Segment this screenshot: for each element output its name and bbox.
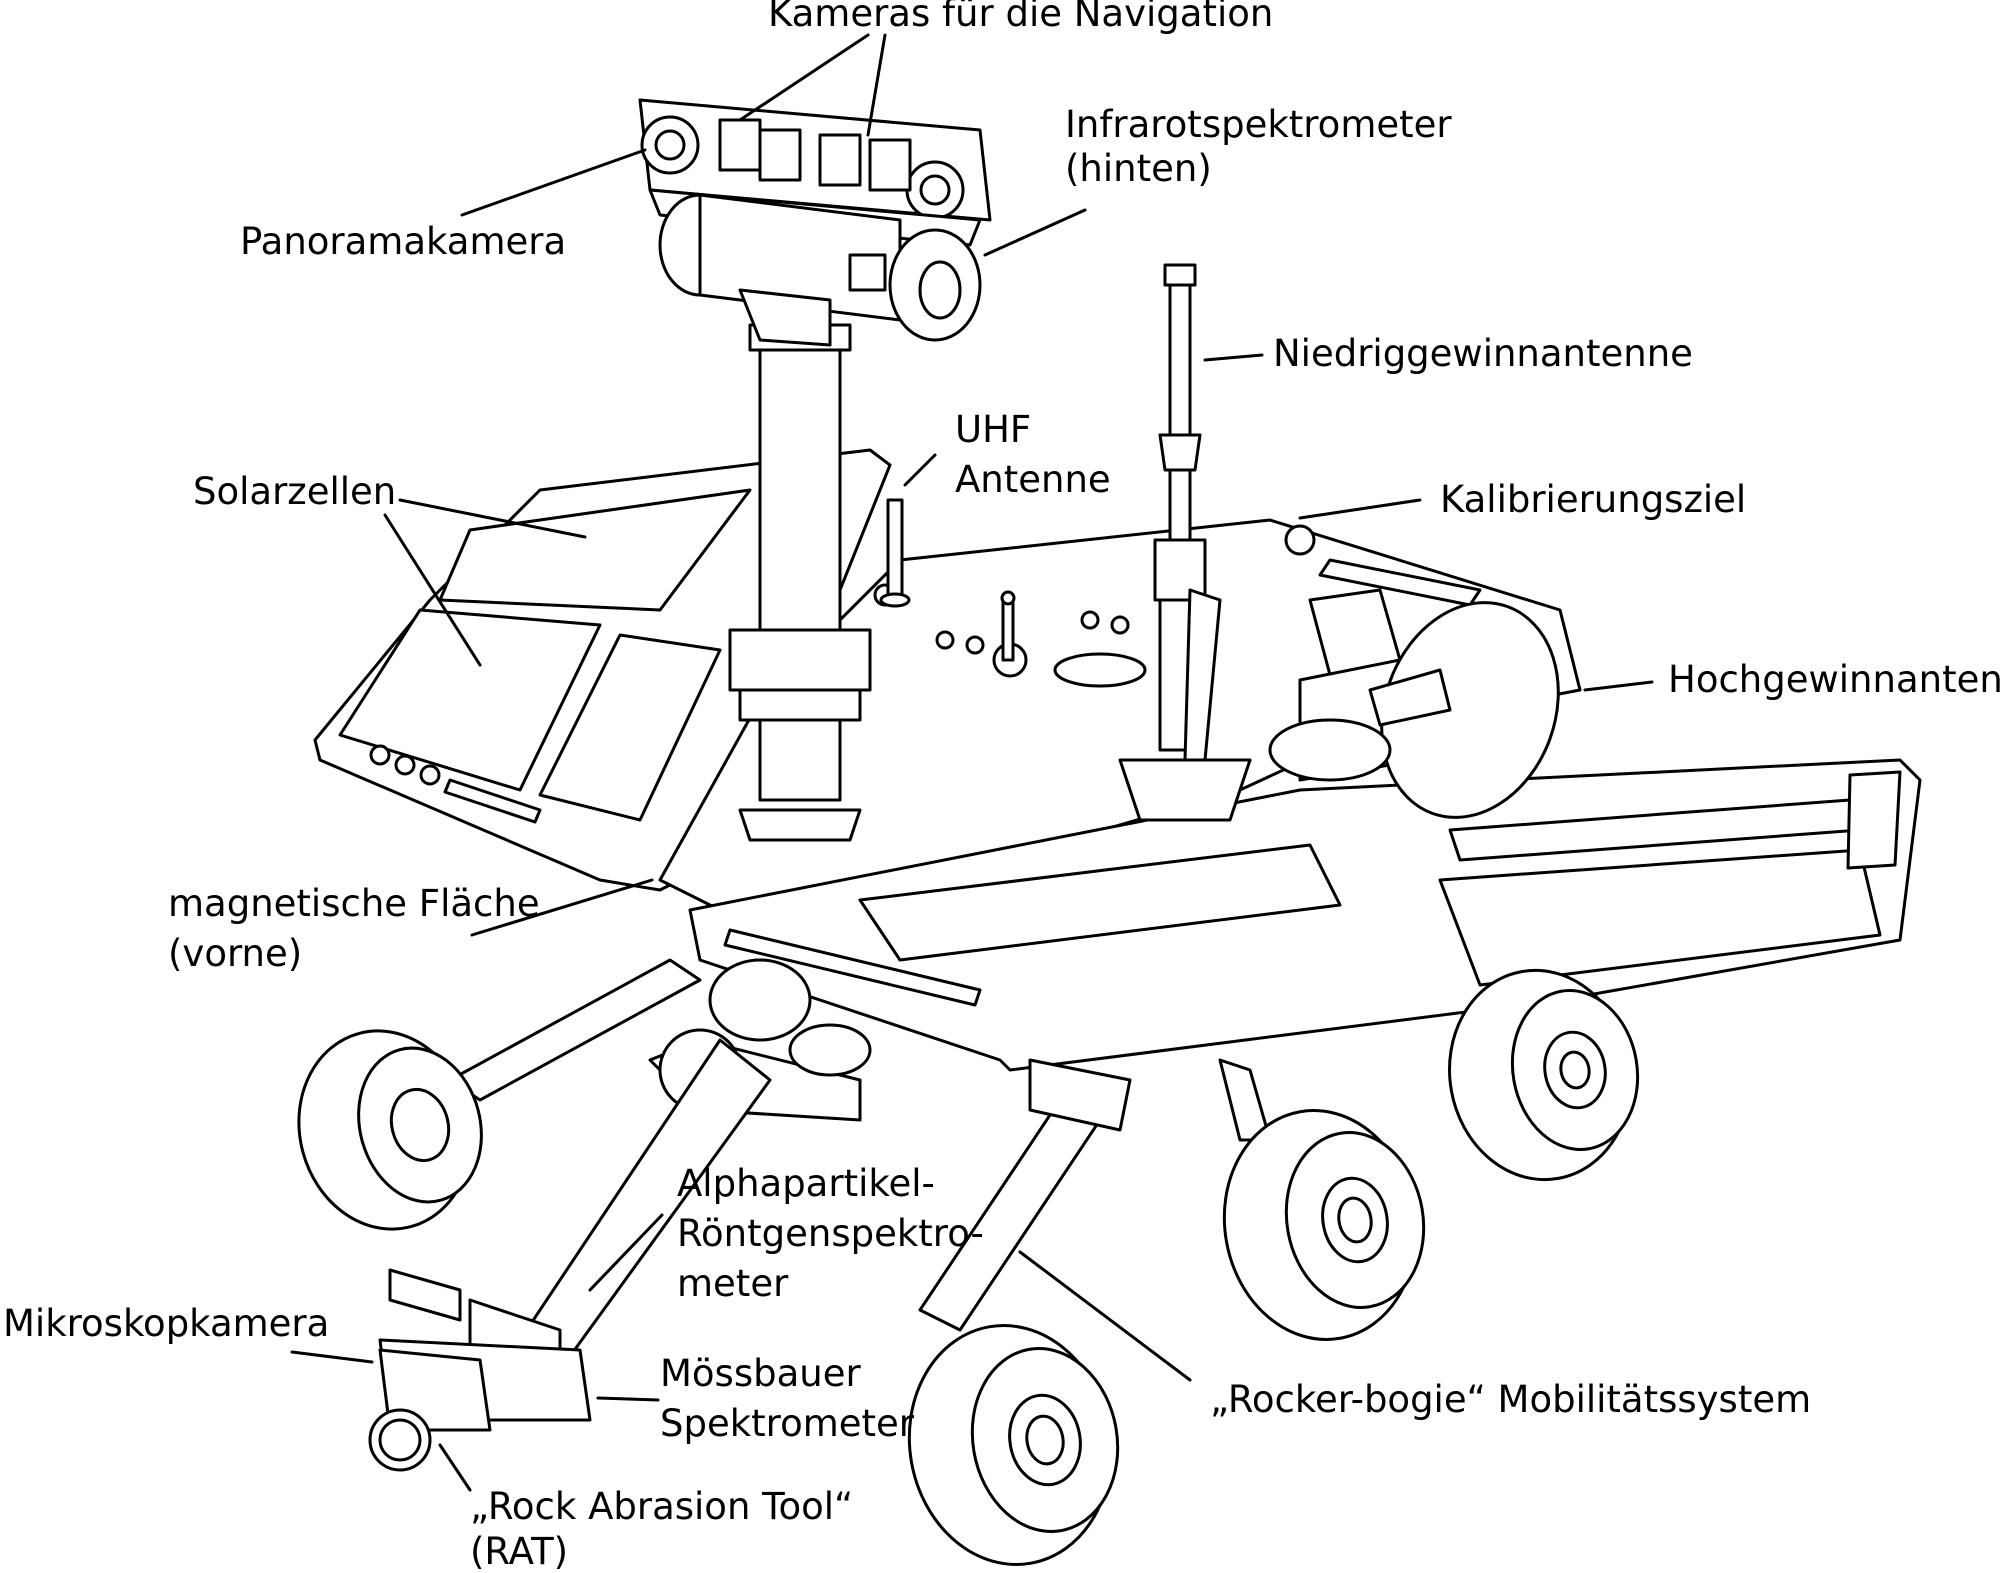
label-rat-1: „Rock Abrasion Tool“ [470, 1485, 854, 1528]
instrument-arm [368, 958, 872, 1472]
wheel-left-front [297, 1029, 483, 1231]
uhf-antenna [879, 498, 911, 608]
leader-nav-cameras-a [738, 33, 870, 122]
label-mossbauer-1: Mössbauer [660, 1352, 861, 1395]
rocker-bogie [448, 958, 1272, 1332]
low-gain-antenna [1118, 263, 1252, 822]
camera-mast [728, 323, 872, 842]
leader-mossbauer [596, 1396, 660, 1402]
small-mast [1000, 590, 1016, 662]
label-apxs-1: Alphapartikel- [677, 1162, 935, 1205]
label-mossbauer-2: Spektrometer [660, 1402, 914, 1445]
label-low-gain-antenna: Niedriggewinnantenne [1273, 332, 1693, 375]
right-solar-wing [688, 758, 1922, 1072]
label-uhf-2: Antenne [955, 458, 1111, 501]
leader-lines [290, 33, 1654, 1492]
leader-panorama-camera [460, 148, 647, 217]
label-apxs-3: meter [677, 1262, 789, 1305]
label-nav-cameras: Kameras für die Navigation [768, 0, 1274, 35]
leader-magnetic-surface [470, 878, 654, 937]
label-ir-spectrometer-1: Infrarotspektrometer [1065, 103, 1452, 146]
leader-rocker-bogie [1018, 1250, 1192, 1382]
label-uhf-1: UHF [955, 408, 1032, 451]
label-rocker-bogie: „Rocker-bogie“ Mobilitätssystem [1210, 1378, 1812, 1421]
wheel-front-center [907, 1324, 1120, 1566]
label-calibration-target: Kalibrierungsziel [1440, 478, 1747, 521]
label-panorama-camera: Panoramakamera [240, 220, 567, 263]
wheel-middle-right [1222, 1109, 1426, 1341]
wheel-back-right [1448, 968, 1640, 1182]
leader-low-gain-antenna [1203, 353, 1264, 362]
leader-calibration-target [1298, 498, 1422, 520]
leader-solar-cells-a [398, 498, 587, 539]
leader-nav-cameras-b [866, 33, 887, 137]
label-magnetic-surface-1: magnetische Fläche [168, 882, 540, 925]
leader-high-gain-antenna [1583, 680, 1654, 692]
label-rat-2: (RAT) [470, 1530, 569, 1573]
leader-rat [438, 1443, 472, 1492]
label-magnetic-surface-2: (vorne) [168, 932, 303, 975]
leader-uhf-antenna [903, 453, 937, 487]
label-microscope-camera: Mikroskopkamera [3, 1302, 330, 1345]
leader-apxs [588, 1213, 664, 1292]
label-apxs-2: Röntgenspektro- [677, 1212, 984, 1255]
leader-ir-spectrometer [983, 208, 1087, 257]
leader-solar-cells-b [383, 513, 482, 667]
high-gain-antenna [1268, 588, 1560, 819]
label-ir-spectrometer-2: (hinten) [1065, 147, 1212, 190]
leader-microscope-camera [290, 1350, 374, 1364]
camera-head [638, 98, 992, 347]
label-solar-cells: Solarzellen [193, 470, 397, 513]
label-high-gain-antenna: Hochgewinnantenne [1668, 658, 2000, 701]
